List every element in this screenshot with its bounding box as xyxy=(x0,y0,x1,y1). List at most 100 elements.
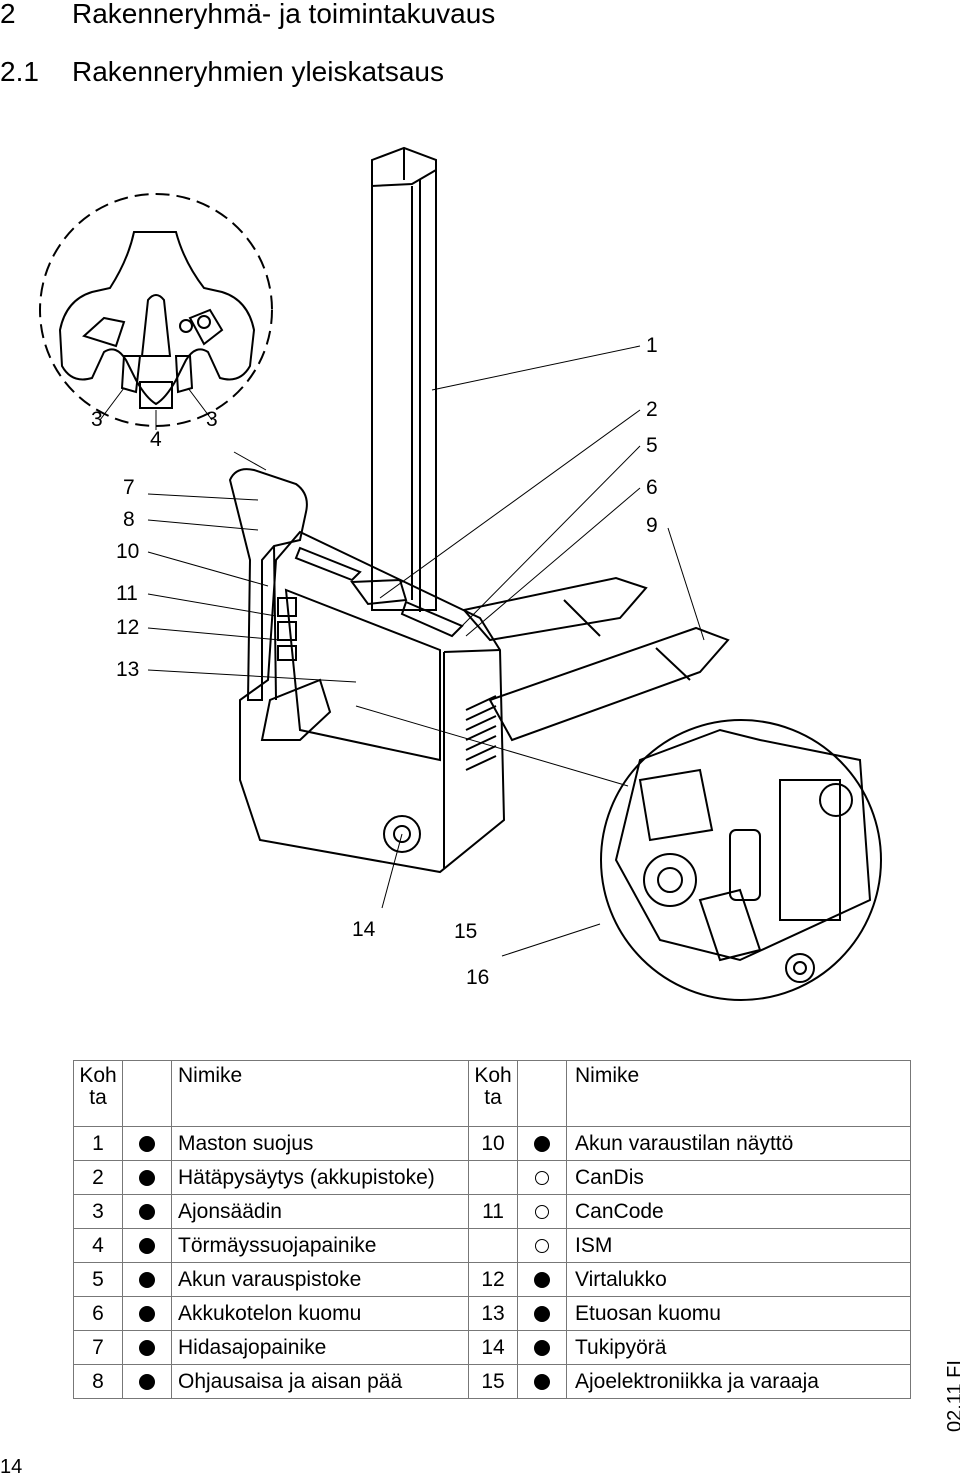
callout-11: 11 xyxy=(116,582,138,605)
row-name-left: Hidasajopainike xyxy=(171,1330,469,1365)
row-pos-left: 1 xyxy=(73,1126,123,1161)
forks xyxy=(462,576,730,742)
row-pos-left: 5 xyxy=(73,1262,123,1297)
section-title: Rakenneryhmien yleiskatsaus xyxy=(72,56,444,87)
row-pos-left: 4 xyxy=(73,1228,123,1263)
row-name-right: CanCode xyxy=(566,1194,911,1229)
row-name-right: Akun varaustilan näyttö xyxy=(566,1126,911,1161)
header-pos-left: Koh ta xyxy=(73,1060,123,1127)
callout-1: 1 xyxy=(646,334,658,357)
callout-7: 7 xyxy=(123,476,135,499)
parts-table: Koh ta Nimike Koh ta Nimike 1 Maston suoj… xyxy=(73,1060,911,1399)
header-pos-right: Koh ta xyxy=(468,1060,518,1127)
table-row: 2 Hätäpysäytys (akkupistoke) CanDis xyxy=(73,1160,911,1195)
row-name-left: Akun varauspistoke xyxy=(171,1262,469,1297)
callout-10: 10 xyxy=(116,540,140,563)
row-pos-right: 15 xyxy=(468,1364,518,1399)
callout-8: 8 xyxy=(123,508,135,531)
row-pos-left: 6 xyxy=(73,1296,123,1331)
row-mark-left xyxy=(122,1228,172,1263)
callout-5: 5 xyxy=(646,434,658,457)
chassis xyxy=(239,530,506,874)
open-circle-icon xyxy=(535,1170,549,1185)
row-name-left: Maston suojus xyxy=(171,1126,469,1161)
row-pos-right: 13 xyxy=(468,1296,518,1331)
table-row: 4 Törmäyssuojapainike ISM xyxy=(73,1228,911,1263)
section-number: 2.1 xyxy=(0,56,39,87)
header-name-left: Nimike xyxy=(171,1060,469,1127)
callout-4: 4 xyxy=(150,428,162,451)
filled-circle-icon xyxy=(534,1135,550,1152)
chapter-title: Rakenneryhmä- ja toimintakuvaus xyxy=(72,0,496,29)
header-mark-left xyxy=(122,1060,172,1127)
open-circle-icon xyxy=(535,1204,549,1219)
filled-circle-icon xyxy=(534,1339,550,1356)
filled-circle-icon xyxy=(139,1237,155,1254)
row-mark-left xyxy=(122,1160,172,1195)
tiller-arm xyxy=(228,468,308,701)
callout-6: 6 xyxy=(646,476,658,499)
row-name-right: Etuosan kuomu xyxy=(566,1296,911,1331)
chapter-number: 2 xyxy=(0,0,16,29)
tiller-detail-circle xyxy=(39,193,273,427)
leader-lines xyxy=(99,345,705,957)
row-pos-right: 14 xyxy=(468,1330,518,1365)
pallet-stacker-illustration xyxy=(39,146,882,1001)
callout-13: 13 xyxy=(116,658,140,681)
chapter-heading: 2 Rakenneryhmä- ja toimintakuvaus xyxy=(0,0,495,32)
row-name-right: Tukipyörä xyxy=(566,1330,911,1365)
row-pos-left: 3 xyxy=(73,1194,123,1229)
filled-circle-icon xyxy=(139,1305,155,1322)
header-name-right: Nimike xyxy=(566,1060,911,1127)
callout-3-left: 3 xyxy=(91,408,103,431)
row-pos-left: 7 xyxy=(73,1330,123,1365)
filled-circle-icon xyxy=(139,1339,155,1356)
filled-circle-icon xyxy=(534,1305,550,1322)
row-mark-right xyxy=(517,1330,567,1365)
row-pos-right: 10 xyxy=(468,1126,518,1161)
row-mark-left xyxy=(122,1194,172,1229)
mast xyxy=(371,146,437,612)
row-name-left: Akkukotelon kuomu xyxy=(171,1296,469,1331)
table-header-row: Koh ta Nimike Koh ta Nimike xyxy=(73,1060,911,1127)
row-pos-left: 2 xyxy=(73,1160,123,1195)
page-number: 14 xyxy=(0,1456,23,1478)
callout-2: 2 xyxy=(646,398,658,421)
row-name-right: Virtalukko xyxy=(566,1262,911,1297)
callout-3-right: 3 xyxy=(206,408,218,431)
filled-circle-icon xyxy=(139,1203,155,1220)
row-pos-right xyxy=(468,1160,518,1195)
filled-circle-icon xyxy=(139,1271,155,1288)
row-name-left: Törmäyssuojapainike xyxy=(171,1228,469,1263)
row-mark-left xyxy=(122,1126,172,1161)
row-mark-left xyxy=(122,1262,172,1297)
row-name-left: Hätäpysäytys (akkupistoke) xyxy=(171,1160,469,1195)
row-name-right: Ajoelektroniikka ja varaaja xyxy=(566,1364,911,1399)
callout-14: 14 xyxy=(352,918,376,941)
row-mark-left xyxy=(122,1364,172,1399)
filled-circle-icon xyxy=(139,1373,155,1390)
row-mark-right xyxy=(517,1160,567,1195)
row-mark-right xyxy=(517,1296,567,1331)
row-mark-left xyxy=(122,1296,172,1331)
row-name-left: Ohjausaisa ja aisan pää xyxy=(171,1364,469,1399)
filled-circle-icon xyxy=(534,1271,550,1288)
callout-16: 16 xyxy=(466,966,490,989)
section-heading: 2.1 Rakenneryhmien yleiskatsaus xyxy=(0,54,444,90)
row-mark-right xyxy=(517,1228,567,1263)
row-pos-left: 8 xyxy=(73,1364,123,1399)
filled-circle-icon xyxy=(139,1169,155,1186)
row-name-right: ISM xyxy=(566,1228,911,1263)
open-circle-icon xyxy=(535,1238,549,1253)
row-pos-right: 12 xyxy=(468,1262,518,1297)
row-mark-right xyxy=(517,1262,567,1297)
callout-15: 15 xyxy=(454,920,478,943)
edition-label: 02.11 FI xyxy=(944,1360,960,1432)
callout-9: 9 xyxy=(646,514,658,537)
row-name-right: CanDis xyxy=(566,1160,911,1195)
